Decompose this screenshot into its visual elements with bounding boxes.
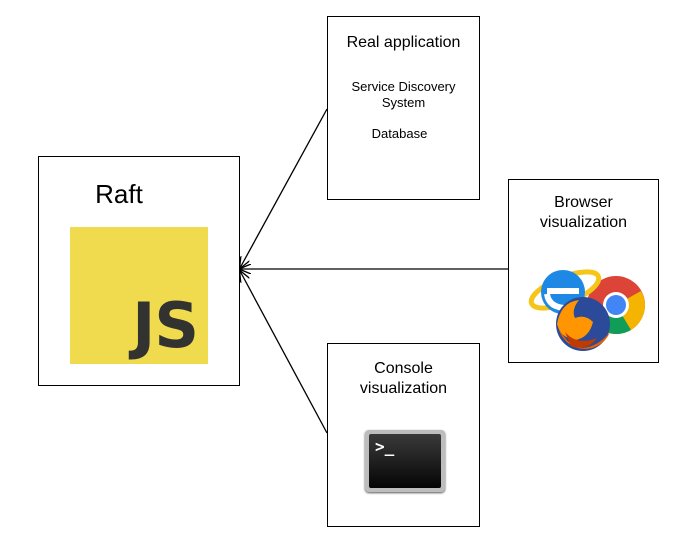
arrow-console-to-raft [240,271,328,434]
raft-box: Raft JS [38,156,240,386]
service-discovery-line2: System [381,95,426,110]
arrow-real-to-raft [240,108,328,268]
terminal-prompt: >_ [375,437,395,456]
browser-icons [528,269,646,351]
terminal-icon: >_ [365,430,445,492]
console-title-line1: Console [374,360,433,377]
real-application-box: Real application Service Discovery Syste… [327,16,480,200]
console-visualization-title: Console visualization [328,359,479,399]
javascript-logo-icon: JS [70,227,208,364]
console-title-line2: visualization [359,380,448,397]
service-discovery-line1: Service Discovery [351,79,456,94]
browser-visualization-title: Browser visualization [509,193,658,233]
service-discovery-label: Service Discovery System [328,79,479,111]
browser-title-line1: Browser [554,194,613,211]
console-visualization-box: Console visualization >_ [327,343,480,527]
real-application-title: Real application [346,34,461,51]
terminal-screen: >_ [369,434,441,488]
raft-title: Raft [95,179,143,209]
database-label: Database [371,126,428,141]
browser-visualization-box: Browser visualization [508,179,659,363]
firefox-icon [556,297,610,351]
browser-title-line2: visualization [539,214,628,231]
javascript-logo-text: JS [132,289,199,362]
